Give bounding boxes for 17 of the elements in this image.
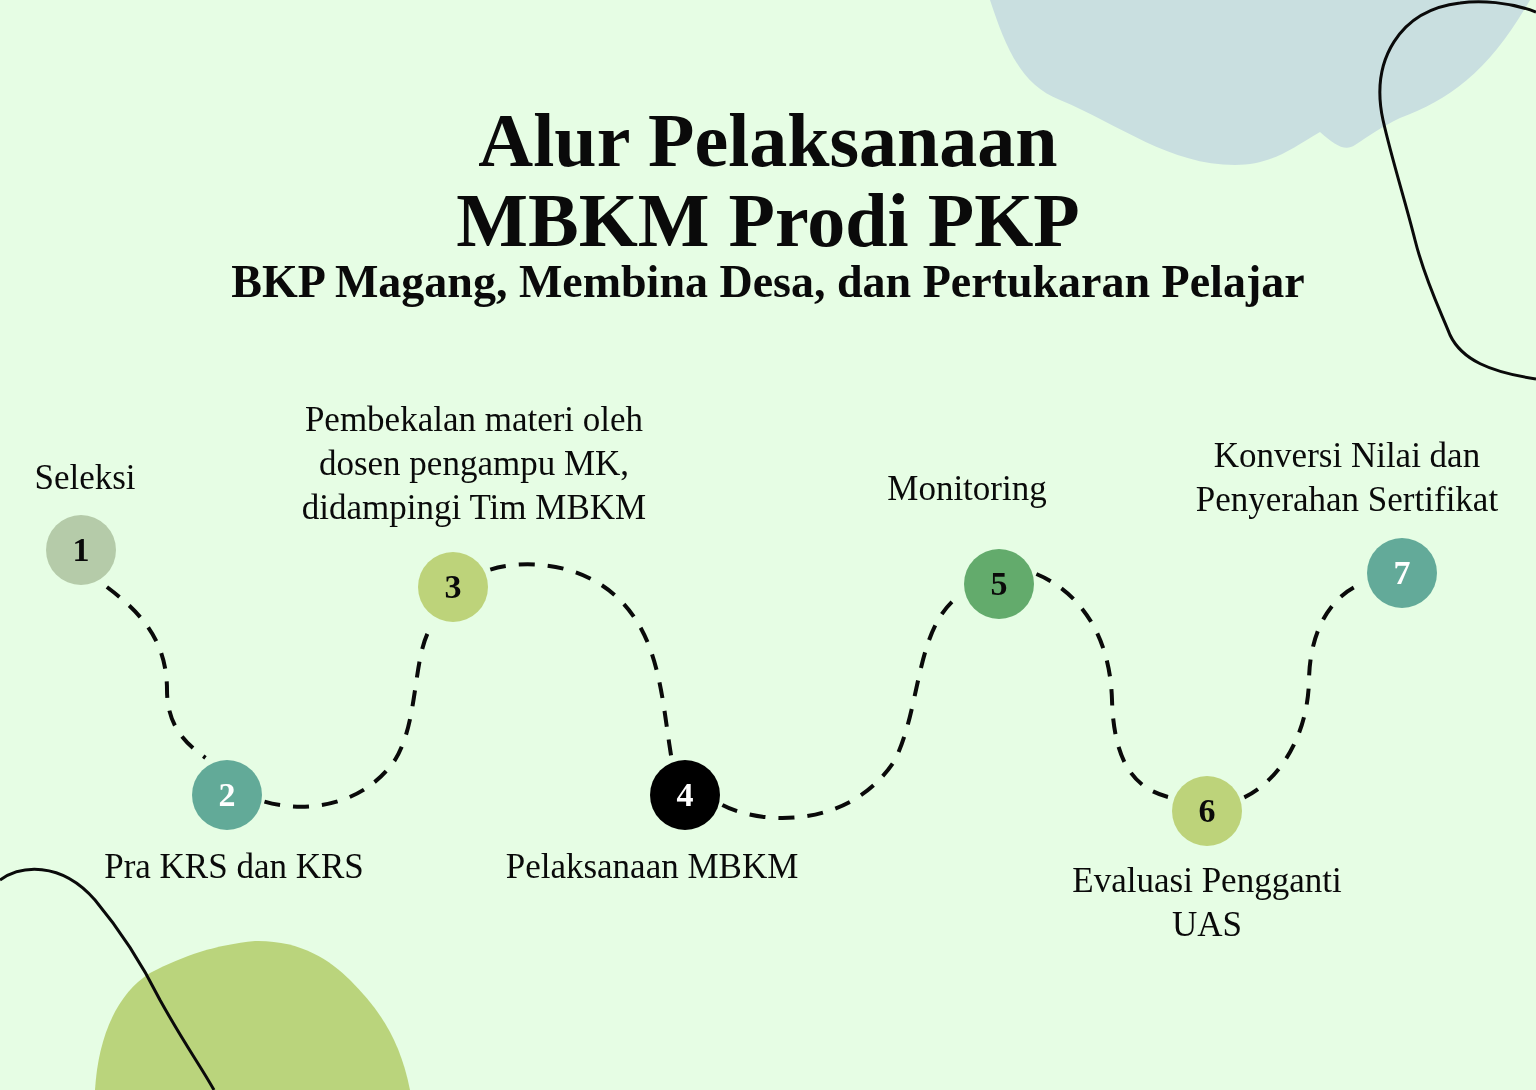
step-label: Konversi Nilai dan Penyerahan Sertifikat	[1194, 435, 1500, 521]
step-label: Evaluasi Pengganti UAS	[1071, 860, 1343, 946]
dashed-connector	[489, 562, 674, 758]
step-circle: 4	[650, 760, 720, 830]
step-label: Seleksi	[33, 457, 137, 499]
step-circle: 3	[418, 552, 488, 622]
dashed-connector	[1035, 572, 1171, 800]
step-label: Pra KRS dan KRS	[103, 846, 365, 888]
step-circle: 6	[1172, 776, 1242, 846]
step-label: Pembekalan materi oleh dosen pengampu MK, didampingi Tim MBKM	[300, 399, 648, 529]
dashed-connector	[105, 585, 207, 760]
step-label: Monitoring	[886, 468, 1048, 510]
step-circle: 5	[964, 549, 1034, 619]
step-circle: 1	[46, 515, 116, 585]
step-circle: 2	[192, 760, 262, 830]
step-circle: 7	[1367, 538, 1437, 608]
step-label: Pelaksanaan MBKM	[504, 846, 800, 888]
